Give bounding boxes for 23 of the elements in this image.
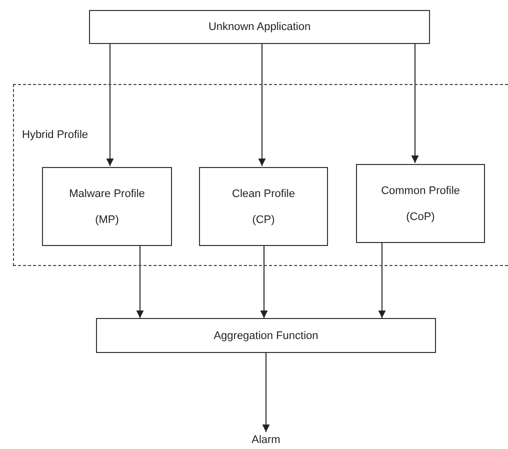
process-box	[42, 167, 172, 246]
process-box	[96, 318, 436, 353]
arrow	[106, 44, 114, 166]
box-label: (MP)	[95, 214, 119, 226]
arrow	[262, 353, 270, 432]
group-region	[13, 84, 508, 266]
box-label: Malware Profile	[69, 188, 145, 200]
process-box	[89, 10, 430, 44]
process-box	[356, 164, 485, 243]
box-label: Common Profile	[381, 184, 460, 196]
output-label: Alarm	[252, 434, 280, 446]
process-box	[199, 167, 328, 246]
arrow	[260, 245, 268, 318]
box-label: Aggregation Function	[214, 330, 318, 342]
box-label: Unknown Application	[208, 21, 311, 33]
arrow	[378, 242, 386, 318]
arrow	[258, 44, 266, 166]
box-label: Clean Profile	[232, 188, 295, 200]
arrow	[136, 245, 144, 318]
box-label: (CP)	[252, 214, 275, 226]
arrow	[411, 44, 419, 163]
box-label: (CoP)	[406, 210, 435, 222]
group-label: Hybrid Profile	[22, 129, 88, 141]
